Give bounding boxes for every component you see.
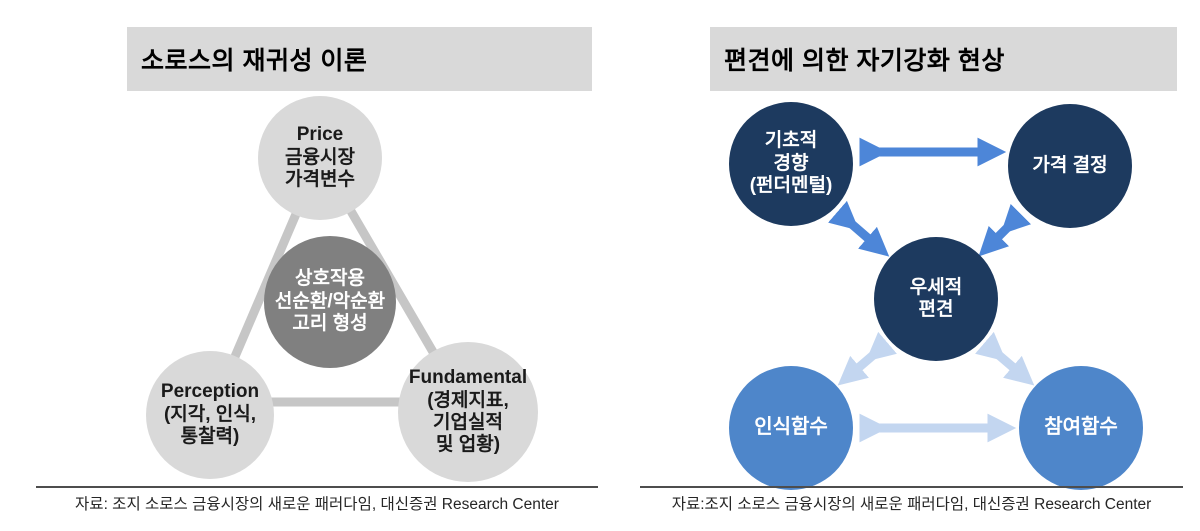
node-price-label: Price 금융시장 가격변수 [285,124,355,191]
right-panel-title-bar: 편견에 의한 자기강화 현상 [710,27,1177,91]
node-interaction-label: 상호작용 선순환/악순환 고리 형성 [274,268,386,335]
right-panel-title: 편견에 의한 자기강화 현상 [724,47,1005,75]
node-fundamental-label: Fundamental (경제지표, 기업실적 및 업황) [408,367,528,456]
node-fundamental: Fundamental (경제지표, 기업실적 및 업황) [398,342,538,482]
node-cognitive-function-label: 인식함수 [754,416,828,439]
right-source-rule [640,486,1183,488]
left-panel-title-bar: 소로스의 재귀성 이론 [127,27,592,91]
arrow-bias-participation [975,331,1035,386]
node-dominant-bias: 우세적 편견 [874,237,998,361]
node-fundamental-trend-label: 기초적 경향 (펀더멘털) [749,130,833,197]
node-dominant-bias-label: 우세적 편견 [909,276,963,320]
node-price: Price 금융시장 가격변수 [258,96,382,220]
node-participation-function: 참여함수 [1019,366,1143,490]
node-cognitive-function: 인식함수 [729,366,853,490]
left-source-caption: 자료: 조지 소로스 금융시장의 새로운 패러다임, 대신증권 Research… [75,496,559,513]
node-interaction: 상호작용 선순환/악순환 고리 형성 [264,236,396,368]
node-price-decision: 가격 결정 [1008,104,1132,228]
node-price-decision-label: 가격 결정 [1032,154,1108,176]
left-panel-title: 소로스의 재귀성 이론 [141,47,368,75]
node-fundamental-trend: 기초적 경향 (펀더멘털) [729,102,853,226]
node-perception-label: Perception (지각, 인식, 통찰력) [160,381,260,448]
node-participation-function-label: 참여함수 [1044,416,1118,439]
arrow-price-bias [978,203,1032,257]
right-source-caption: 자료:조지 소로스 금융시장의 새로운 패러다임, 대신증권 Research … [671,496,1152,513]
left-source-rule [36,486,598,488]
arrow-bias-cognitive [837,331,897,386]
arrow-trend-bias [828,200,890,257]
node-perception: Perception (지각, 인식, 통찰력) [146,351,274,479]
right-panel-arrows [828,137,1035,443]
